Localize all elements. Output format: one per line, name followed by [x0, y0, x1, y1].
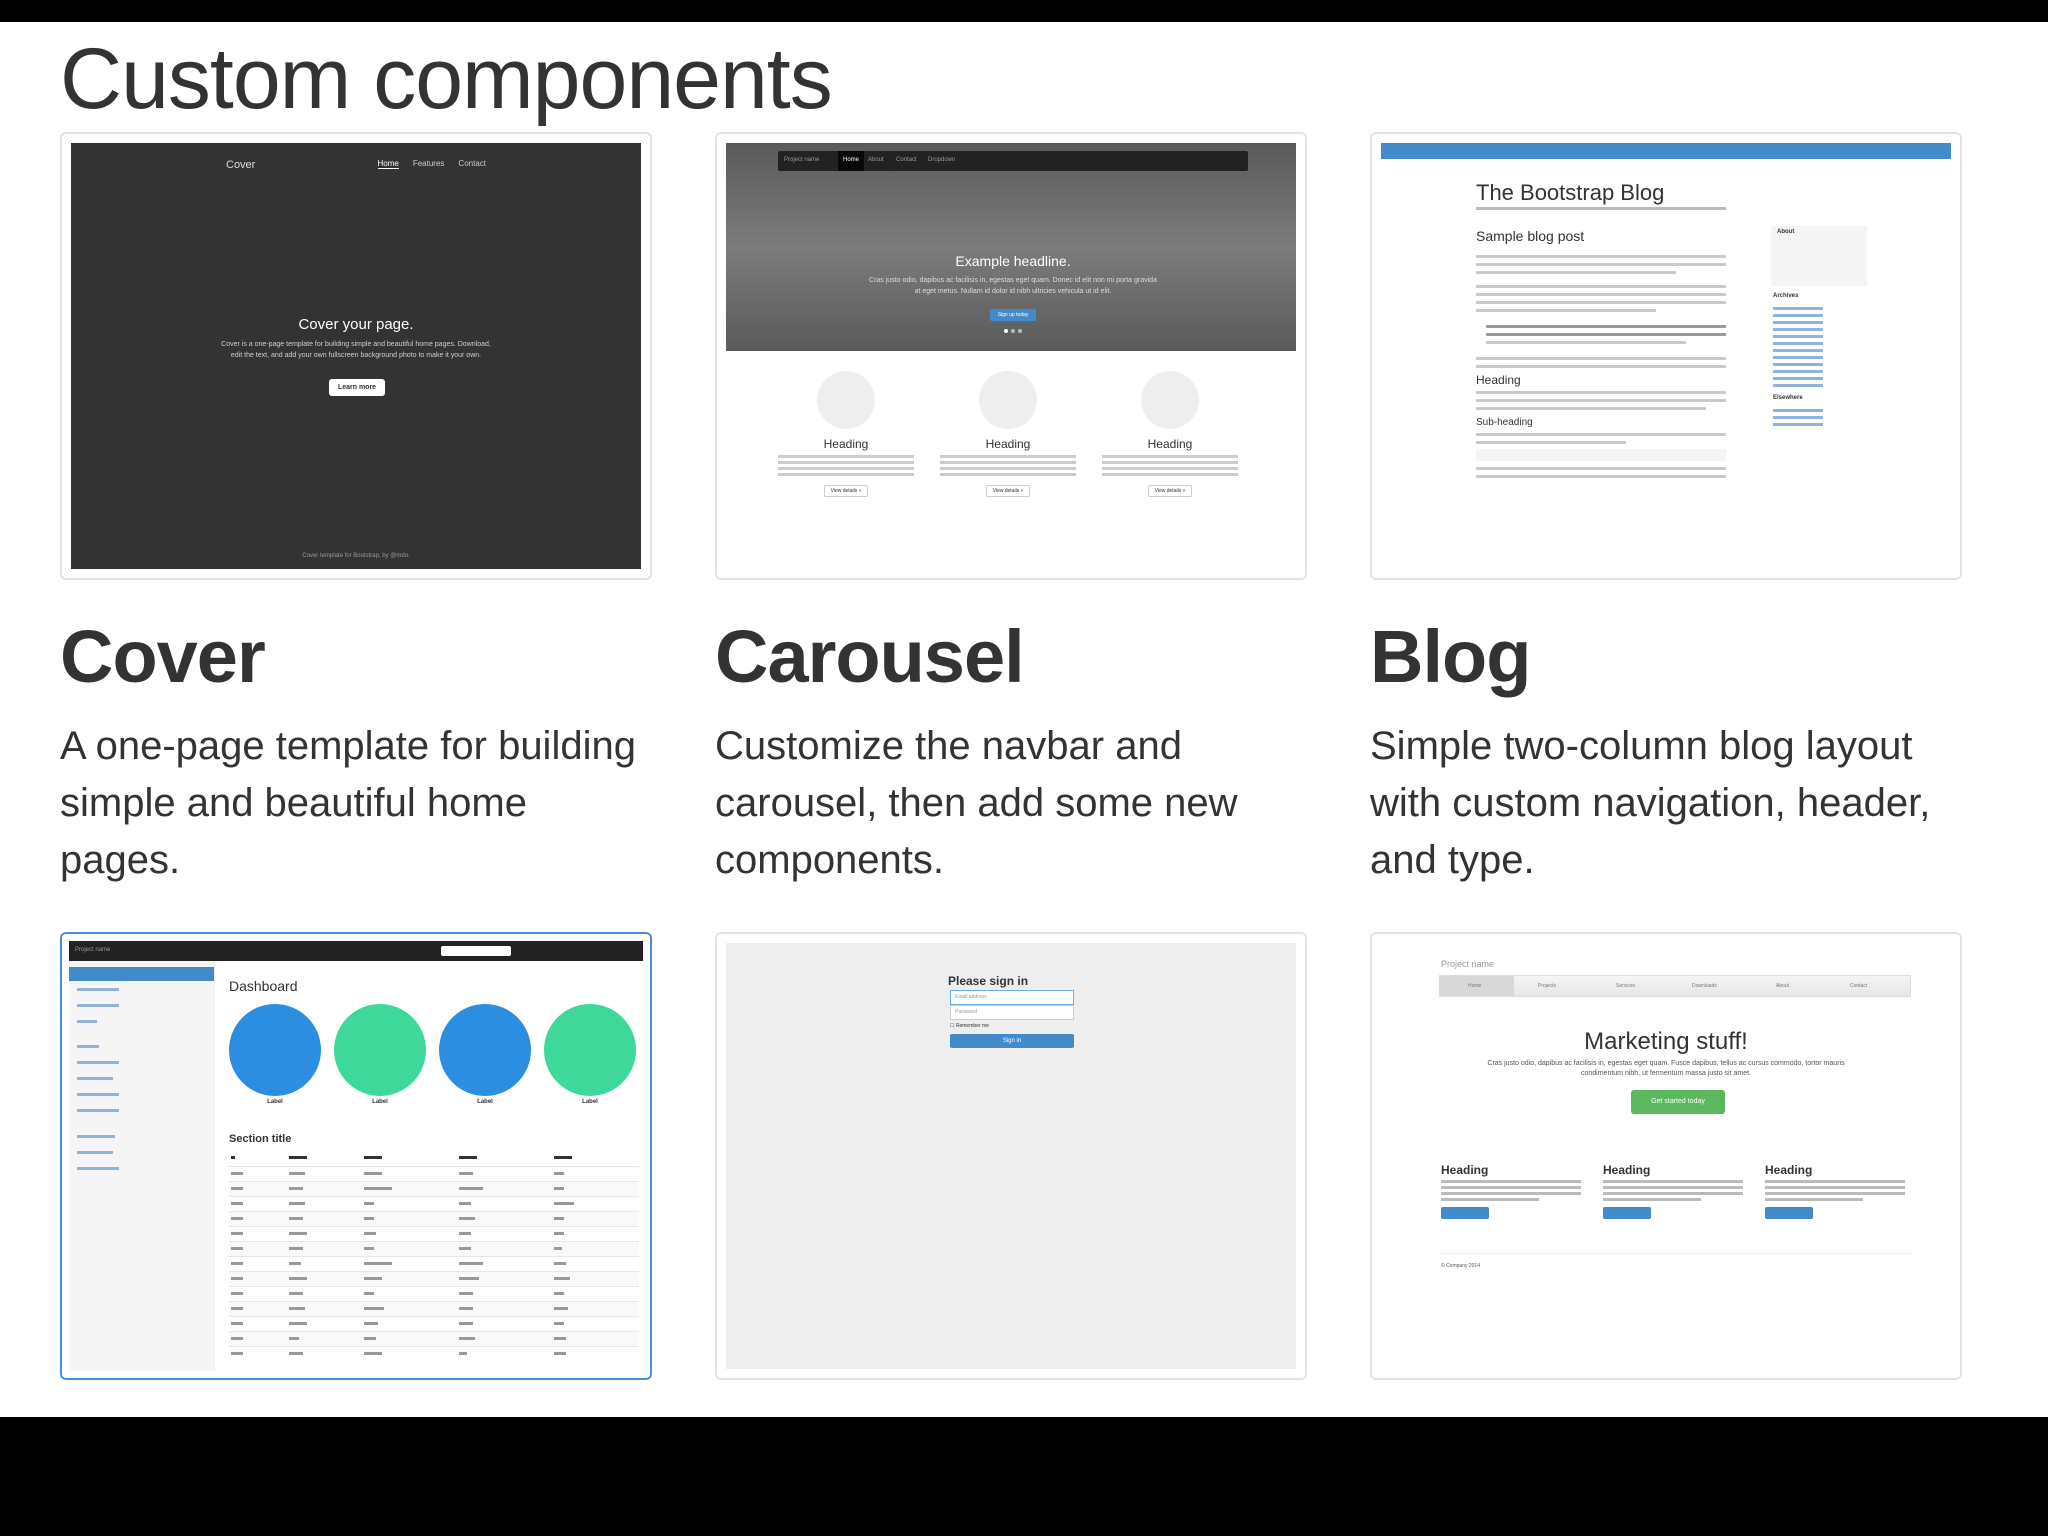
- blog-subheading: Sub-heading: [1476, 417, 1533, 428]
- justified-nav-item: Downloads: [1692, 983, 1717, 989]
- signin-heading: Please sign in: [948, 974, 1029, 988]
- card-description: Customize the navbar and carousel, then …: [715, 724, 1238, 882]
- signin-button: Sign in: [950, 1034, 1074, 1048]
- blog-navbar: [1381, 143, 1951, 159]
- cover-learn-more-button: Learn more: [329, 379, 385, 396]
- carousel-column-heading: Heading: [1147, 437, 1193, 451]
- signin-email-field: Email address: [950, 990, 1074, 1005]
- carousel-nav-item: Contact: [896, 157, 917, 163]
- carousel-column-image: [1141, 371, 1199, 429]
- justified-heading: Marketing stuff!: [1584, 1028, 1748, 1055]
- dashboard-screenshot: Project name Dashboard: [69, 941, 643, 1371]
- carousel-signup-button: Sign up today: [990, 309, 1036, 321]
- signin-screenshot: Please sign in Email address Password ☐ …: [726, 943, 1296, 1369]
- dashboard-circle-label: Label: [582, 1099, 598, 1105]
- carousel-column-image: [979, 371, 1037, 429]
- card-description: Simple two-column blog layout with custo…: [1370, 724, 1931, 882]
- carousel-column: Heading View details »: [1095, 371, 1245, 497]
- dashboard-placeholder-image: [439, 1004, 531, 1096]
- dashboard-placeholder-image: [544, 1004, 636, 1096]
- blog-sidebar-heading: About: [1777, 229, 1795, 235]
- carousel-column-button: View details »: [823, 485, 869, 497]
- dashboard-sidebar: [69, 961, 215, 1371]
- dashboard-placeholder-image: [334, 1004, 426, 1096]
- cover-screenshot: Cover Home Features Contact Cover your p…: [71, 143, 641, 569]
- justified-nav-thumbnail[interactable]: Project name Home Projects Services Down…: [1370, 932, 1962, 1380]
- card-title[interactable]: Carousel: [715, 615, 1025, 698]
- carousel-nav-item: About: [868, 157, 884, 163]
- carousel-screenshot: Project name Home About Contact Dropdown…: [726, 143, 1296, 569]
- page-title: Custom components: [60, 31, 833, 127]
- dashboard-circle-label: Label: [372, 1099, 388, 1105]
- card-title[interactable]: Blog: [1370, 615, 1531, 698]
- dashboard-circle-label: Label: [477, 1099, 493, 1105]
- justified-lead: Cras justo odio, dapibus ac facilisis in…: [1487, 1060, 1845, 1077]
- carousel-lead: Cras justo odio, dapibus ac facilisis in…: [869, 277, 1157, 295]
- cover-nav-item: Contact: [458, 159, 486, 168]
- signin-remember-checkbox: ☐ Remember me: [950, 1023, 989, 1029]
- blog-post-title: Sample blog post: [1476, 228, 1585, 244]
- justified-nav-item: Projects: [1538, 983, 1557, 989]
- cover-footer: Cover template for Bootstrap, by @mdo.: [302, 553, 410, 559]
- justified-navbar: Home Projects Services Downloads About C…: [1439, 975, 1911, 997]
- justified-footer: © Company 2014: [1441, 1263, 1480, 1269]
- carousel-navbar: Project name Home About Contact Dropdown: [778, 151, 1248, 171]
- carousel-column: Heading View details »: [933, 371, 1083, 497]
- cover-nav-item: Home: [377, 159, 399, 169]
- justified-column: Heading: [1765, 1163, 1905, 1219]
- justified-nav-item: Contact: [1850, 983, 1868, 989]
- page: Custom components Cover Home Features Co…: [0, 22, 2048, 1417]
- dashboard-heading: Dashboard: [229, 978, 298, 994]
- cover-thumbnail[interactable]: Cover Home Features Contact Cover your p…: [60, 132, 652, 580]
- carousel-nav-item: Dropdown: [928, 157, 956, 163]
- cover-nav-item: Features: [412, 159, 445, 168]
- carousel-column-heading: Heading: [823, 437, 869, 451]
- dashboard-brand: Project name: [75, 947, 111, 953]
- cover-nav: Home Features Contact: [377, 159, 486, 169]
- carousel-nav-brand: Project name: [784, 157, 820, 163]
- justified-column: Heading: [1441, 1163, 1581, 1219]
- blog-screenshot: The Bootstrap Blog Sample blog post Head…: [1381, 143, 1951, 569]
- blog-about-panel: [1771, 226, 1867, 286]
- dashboard-navbar: Project name: [69, 941, 643, 961]
- carousel-hero: Project name Home About Contact Dropdown…: [726, 143, 1296, 351]
- blog-heading: Heading: [1476, 373, 1521, 387]
- card-description: A one-page template for building simple …: [60, 724, 636, 882]
- dashboard-placeholder-image: [229, 1004, 321, 1096]
- justified-nav-screenshot: Project name Home Projects Services Down…: [1381, 943, 1951, 1369]
- carousel-indicators: [1004, 329, 1022, 333]
- carousel-thumbnail[interactable]: Project name Home About Contact Dropdown…: [715, 132, 1307, 580]
- justified-nav-item: Home: [1468, 983, 1482, 989]
- carousel-nav-item: Home: [838, 151, 865, 171]
- card-title[interactable]: Cover: [60, 615, 266, 698]
- blog-thumbnail[interactable]: The Bootstrap Blog Sample blog post Head…: [1370, 132, 1962, 580]
- cover-lead: Cover is a one-page template for buildin…: [221, 341, 491, 359]
- justified-brand: Project name: [1441, 959, 1495, 969]
- signin-password-field: Password: [950, 1005, 1074, 1020]
- signin-thumbnail[interactable]: Please sign in Email address Password ☐ …: [715, 932, 1307, 1380]
- blog-sidebar-heading: Elsewhere: [1773, 395, 1803, 401]
- carousel-column: Heading View details »: [771, 371, 921, 497]
- carousel-column-heading: Heading: [985, 437, 1031, 451]
- carousel-column-button: View details »: [1147, 485, 1193, 497]
- justified-column: Heading: [1603, 1163, 1743, 1219]
- blog-sidebar-heading: Archives: [1773, 293, 1799, 299]
- blog-title: The Bootstrap Blog: [1476, 180, 1665, 205]
- dashboard-thumbnail[interactable]: Project name Dashboard: [60, 932, 652, 1380]
- justified-nav-item: About: [1776, 983, 1790, 989]
- carousel-headline: Example headline.: [955, 253, 1071, 269]
- justified-get-started-button: Get started today: [1631, 1090, 1725, 1114]
- carousel-column-button: View details »: [985, 485, 1031, 497]
- cover-heading: Cover your page.: [298, 316, 414, 333]
- dashboard-section-title: Section title: [229, 1133, 292, 1145]
- cover-brand: Cover: [226, 159, 256, 171]
- carousel-column-image: [817, 371, 875, 429]
- dashboard-circle-label: Label: [267, 1099, 283, 1105]
- justified-nav-item: Services: [1616, 983, 1636, 989]
